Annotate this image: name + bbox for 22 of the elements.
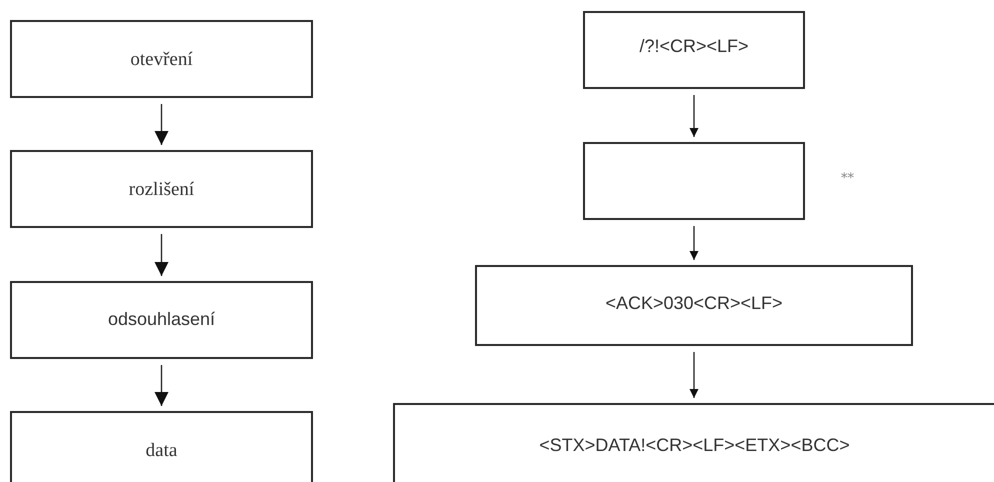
arrow bbox=[690, 226, 698, 260]
process-box bbox=[10, 281, 313, 359]
step-label: otevření bbox=[130, 49, 193, 71]
process-box bbox=[583, 142, 805, 220]
step-label: odsouhlasení bbox=[108, 309, 216, 330]
process-box bbox=[475, 265, 913, 346]
step-label: <ACK>030<CR><LF> bbox=[605, 293, 783, 314]
arrow bbox=[154, 234, 168, 276]
arrow bbox=[690, 95, 698, 137]
process-box bbox=[393, 403, 994, 482]
process-box bbox=[10, 20, 313, 98]
process-box bbox=[10, 411, 313, 482]
step-label: rozlišení bbox=[128, 179, 194, 201]
process-box bbox=[583, 11, 805, 89]
arrow bbox=[154, 104, 168, 145]
step-label: <STX>DATA!<CR><LF><ETX><BCC> bbox=[539, 435, 850, 456]
process-box bbox=[10, 150, 313, 228]
arrow bbox=[154, 365, 168, 406]
footnote-mark: ** bbox=[841, 171, 854, 186]
arrow bbox=[690, 352, 698, 398]
step-label: data bbox=[146, 440, 178, 462]
step-label: /?!<CR><LF> bbox=[639, 36, 749, 57]
